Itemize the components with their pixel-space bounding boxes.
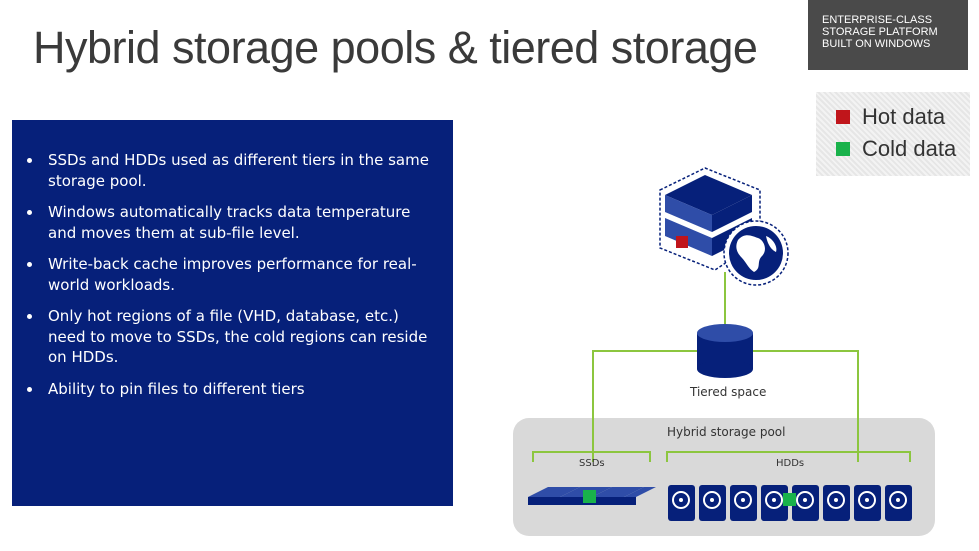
slide-title: Hybrid storage pools & tiered storage (33, 22, 758, 73)
bullet-item: Write-back cache improves performance fo… (25, 254, 433, 295)
ssd-drive (592, 487, 644, 505)
legend-label-cold: Cold data (862, 136, 957, 161)
hdd-drive (885, 485, 912, 521)
pool-label: Hybrid storage pool (667, 425, 786, 439)
hdd-drive (792, 485, 819, 521)
cold-block (583, 490, 596, 503)
bullet-panel: SSDs and HDDs used as different tiers in… (12, 120, 453, 506)
hdd-drive (730, 485, 757, 521)
cold-block (783, 493, 796, 506)
bullet-item: Ability to pin files to different tiers (25, 379, 433, 400)
hdd-drive (761, 485, 788, 521)
hot-swatch (836, 110, 850, 124)
tiered-space-label: Tiered space (690, 385, 767, 399)
hot-block (676, 236, 688, 248)
bullet-item: SSDs and HDDs used as different tiers in… (25, 150, 433, 191)
bullet-item: Windows automatically tracks data temper… (25, 202, 433, 243)
globe-icon (723, 220, 789, 286)
hdd-group (668, 485, 912, 521)
brand-line-2: STORAGE PLATFORM (822, 26, 938, 38)
legend-label-hot: Hot data (862, 104, 946, 129)
hdd-label: HDDs (776, 458, 805, 469)
hdd-drive (668, 485, 695, 521)
legend-item-cold: Cold data (836, 136, 956, 162)
legend: Hot data Cold data (816, 92, 970, 176)
brand-line-1: ENTERPRISE-CLASS (822, 14, 933, 26)
legend-item-hot: Hot data (836, 104, 945, 130)
tiered-space-cylinder (697, 324, 753, 378)
cold-swatch (836, 142, 850, 156)
hdd-drive (823, 485, 850, 521)
ssd-label: SSDs (579, 458, 605, 469)
bullet-item: Only hot regions of a file (VHD, databas… (25, 306, 433, 368)
hdd-drive (854, 485, 881, 521)
brand-line-3: BUILT ON WINDOWS (822, 38, 931, 50)
brand-box: ENTERPRISE-CLASS STORAGE PLATFORM BUILT … (808, 0, 968, 70)
ssd-drive (624, 487, 656, 505)
ssd-drive (528, 487, 580, 505)
ssd-group (528, 487, 656, 505)
bullet-list: SSDs and HDDs used as different tiers in… (12, 120, 453, 399)
hdd-drive (699, 485, 726, 521)
